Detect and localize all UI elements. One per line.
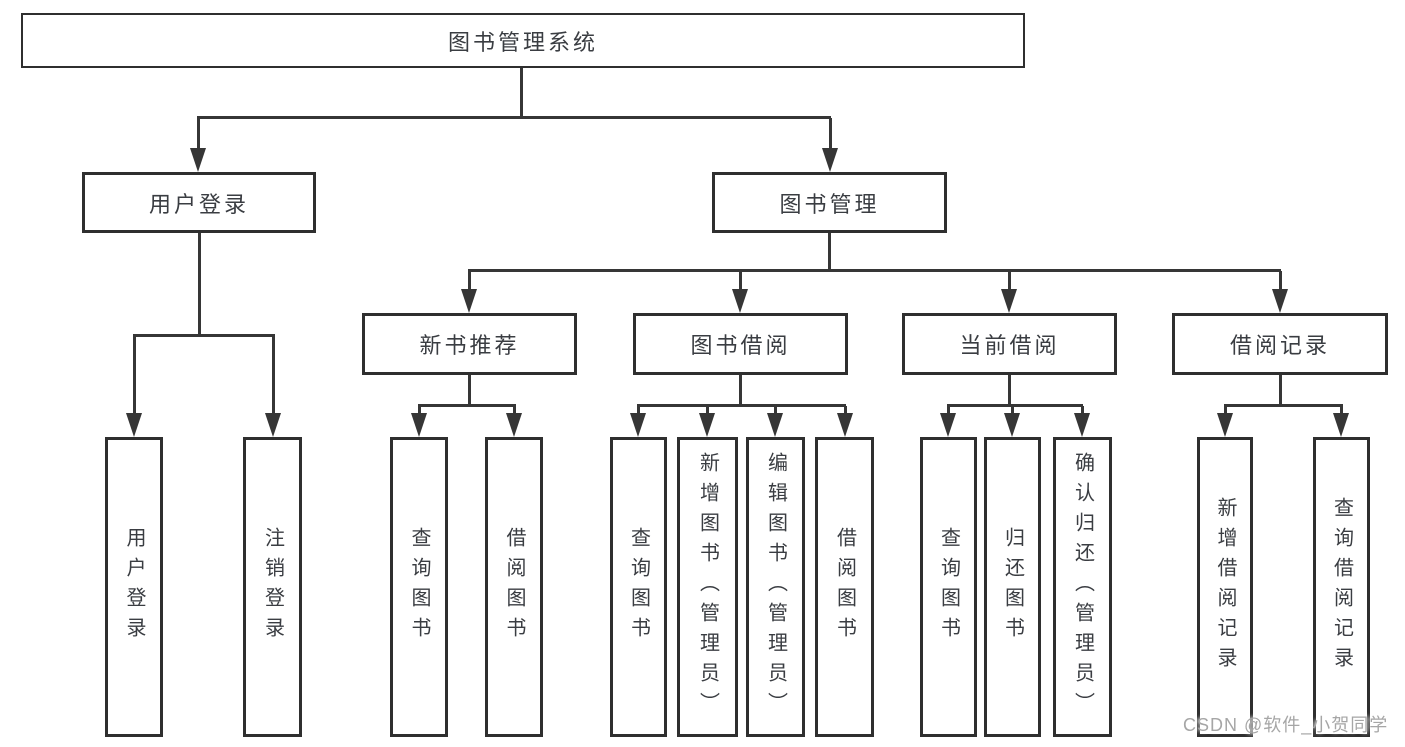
arrow-down-icon: [837, 413, 853, 437]
connector-drop-leaf: [1011, 406, 1014, 415]
leaf-label: 确认归还（管理员）: [1071, 452, 1094, 722]
connector-drop-leaf: [637, 406, 640, 415]
arrow-down-icon: [461, 289, 477, 313]
connector-drop-leaf: [418, 406, 421, 415]
arrow-down-icon: [411, 413, 427, 437]
arrow-down-icon: [1272, 289, 1288, 313]
branch-user-login-label: 用户登录: [148, 191, 249, 217]
section-new-book-recommend: 新书推荐: [362, 313, 577, 375]
connector-drop-leaf: [133, 336, 136, 414]
connector-drop-section: [1008, 271, 1011, 290]
leaf-label: 新增借阅记录: [1214, 497, 1236, 677]
connector-section-stem: [1008, 375, 1011, 406]
node-root: 图书管理系统: [21, 13, 1025, 68]
section-book-borrow: 图书借阅: [633, 313, 848, 375]
section-borrow-records: 借阅记录: [1172, 313, 1388, 375]
arrow-down-icon: [265, 413, 281, 437]
leaf-label: 新增图书（管理员）: [696, 452, 719, 722]
arrow-down-icon: [190, 148, 206, 172]
connector-root-stem: [520, 68, 523, 118]
arrow-down-icon: [1333, 413, 1349, 437]
connector-drop-leaf: [706, 406, 709, 415]
connector-group-hline: [637, 404, 846, 407]
connector-drop-leaf: [1340, 406, 1343, 415]
branch-book-management-label: 图书管理: [779, 191, 880, 217]
connector-level2-hline: [468, 269, 1281, 272]
connector-drop-leaf: [513, 406, 516, 415]
connector-group-hline: [1224, 404, 1343, 407]
connector-drop-user-login: [197, 118, 200, 150]
arrow-down-icon: [822, 148, 838, 172]
arrow-down-icon: [1074, 413, 1090, 437]
leaf-label: 用户登录: [123, 527, 145, 647]
connector-drop-leaf: [947, 406, 950, 415]
leaf-borrow-query-books: 查询图书: [610, 437, 667, 737]
leaf-edit-books-admin: 编辑图书（管理员）: [746, 437, 805, 737]
branch-book-management: 图书管理: [712, 172, 947, 233]
leaf-label: 借阅图书: [833, 527, 856, 647]
arrow-down-icon: [767, 413, 783, 437]
connector-user-login-stem: [198, 233, 201, 336]
connector-level1-hline: [197, 116, 831, 119]
leaf-add-borrow-record: 新增借阅记录: [1197, 437, 1253, 737]
connector-drop-leaf: [774, 406, 777, 415]
connector-book-management-stem: [828, 233, 831, 271]
arrow-down-icon: [699, 413, 715, 437]
leaf-recommend-borrow-books: 借阅图书: [485, 437, 543, 737]
leaf-label: 注销登录: [261, 527, 284, 647]
csdn-watermark: CSDN @软件_小贺同学: [1183, 715, 1389, 735]
arrow-down-icon: [1001, 289, 1017, 313]
leaf-label: 查询图书: [408, 527, 430, 647]
section-current-borrow: 当前借阅: [902, 313, 1117, 375]
leaf-label: 查询借阅记录: [1330, 497, 1353, 677]
connector-drop-leaf: [1224, 406, 1227, 415]
leaf-borrow-books: 借阅图书: [815, 437, 874, 737]
connector-section-stem: [739, 375, 742, 406]
connector-group-hline: [418, 404, 516, 407]
connector-user-login-hline: [133, 334, 275, 337]
leaf-return-books: 归还图书: [984, 437, 1041, 737]
connector-group-hline: [947, 404, 1083, 407]
arrow-down-icon: [126, 413, 142, 437]
section-label: 当前借阅: [959, 333, 1060, 358]
connector-drop-section: [468, 271, 471, 290]
arrow-down-icon: [1004, 413, 1020, 437]
arrow-down-icon: [1217, 413, 1233, 437]
arrow-down-icon: [506, 413, 522, 437]
leaf-recommend-query-books: 查询图书: [390, 437, 448, 737]
connector-drop-section: [1279, 271, 1282, 290]
connector-section-stem: [1279, 375, 1282, 406]
branch-user-login: 用户登录: [82, 172, 316, 233]
connector-section-stem: [468, 375, 471, 406]
connector-drop-leaf: [844, 406, 847, 415]
leaf-label: 查询图书: [627, 527, 650, 647]
leaf-label: 查询图书: [937, 527, 960, 647]
connector-drop-leaf: [272, 336, 275, 414]
leaf-label: 借阅图书: [503, 527, 525, 647]
connector-drop-leaf: [1081, 406, 1084, 415]
leaf-logout: 注销登录: [243, 437, 302, 737]
arrow-down-icon: [732, 289, 748, 313]
arrow-down-icon: [940, 413, 956, 437]
arrow-down-icon: [630, 413, 646, 437]
section-label: 新书推荐: [419, 333, 520, 358]
connector-drop-book-management: [829, 118, 832, 150]
leaf-user-login: 用户登录: [105, 437, 163, 737]
node-root-label: 图书管理系统: [447, 29, 598, 55]
section-label: 借阅记录: [1229, 333, 1330, 358]
connector-drop-section: [739, 271, 742, 290]
leaf-label: 编辑图书（管理员）: [764, 452, 787, 722]
leaf-confirm-return-admin: 确认归还（管理员）: [1053, 437, 1112, 737]
leaf-current-query-books: 查询图书: [920, 437, 977, 737]
leaf-label: 归还图书: [1001, 527, 1024, 647]
leaf-add-books-admin: 新增图书（管理员）: [677, 437, 738, 737]
leaf-query-borrow-record: 查询借阅记录: [1313, 437, 1370, 737]
section-label: 图书借阅: [690, 333, 791, 358]
